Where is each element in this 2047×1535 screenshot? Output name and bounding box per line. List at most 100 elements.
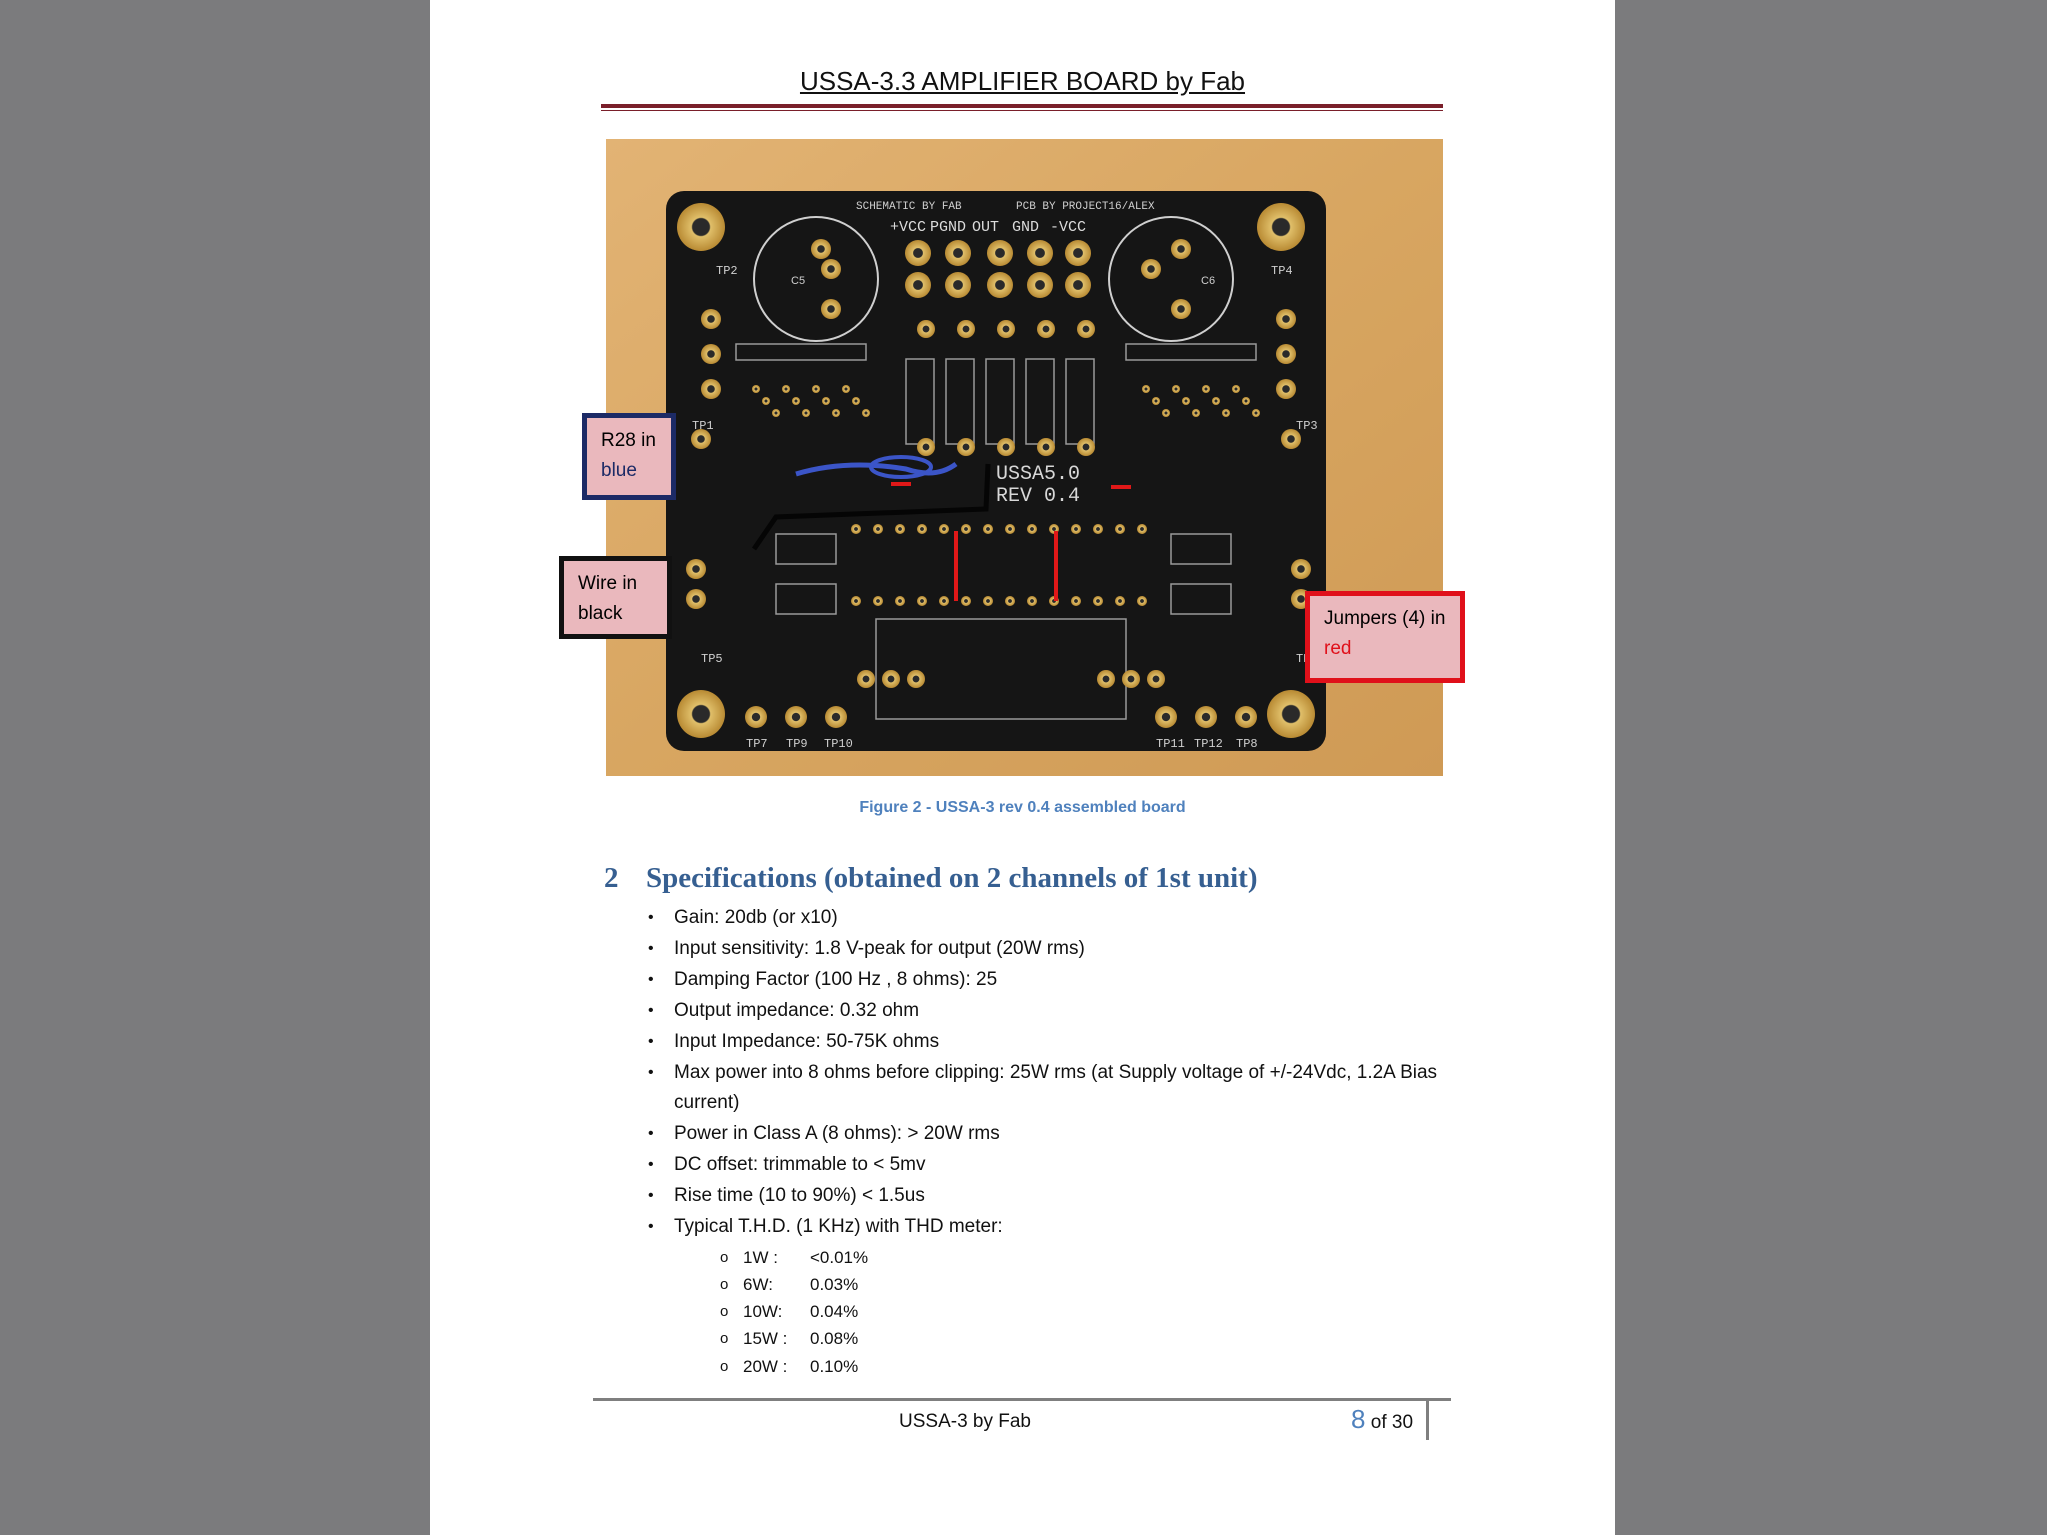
solder-pad (917, 320, 935, 338)
solder-pad (905, 272, 931, 298)
callout-red-line1: Jumpers (4) in (1324, 608, 1446, 629)
solder-pad (945, 272, 971, 298)
solder-pad (1182, 397, 1190, 405)
solder-pad (997, 438, 1015, 456)
solder-pad (882, 670, 900, 688)
board-version-2: REV 0.4 (996, 485, 1080, 508)
solder-pad (772, 409, 780, 417)
page-number: 8 of 30 (1351, 1404, 1413, 1435)
solder-pad (1115, 524, 1125, 534)
callout-red-line2: red (1324, 638, 1352, 659)
solder-pad (1276, 379, 1296, 399)
solder-pad (852, 397, 860, 405)
solder-pad (812, 385, 820, 393)
solder-pad (862, 409, 870, 417)
solder-pad (802, 409, 810, 417)
solder-pad (1037, 320, 1055, 338)
solder-pad (1147, 670, 1165, 688)
test-point-label: TP7 (746, 737, 768, 751)
solder-pad (1171, 299, 1191, 319)
spec-item: •Input Impedance: 50-75K ohms (648, 1031, 940, 1052)
solder-pad (1005, 524, 1015, 534)
solder-pad (1071, 596, 1081, 606)
test-point-label: TP3 (1296, 419, 1318, 433)
callout-black-line1: Wire in (578, 573, 638, 594)
spec-item: •Power in Class A (8 ohms): > 20W rms (648, 1123, 1000, 1144)
solder-pad (1137, 596, 1147, 606)
solder-pad (821, 259, 841, 279)
test-point-label: TP9 (786, 737, 808, 751)
solder-pad (895, 524, 905, 534)
solder-pads (677, 203, 1315, 738)
spec-item: •Damping Factor (100 Hz , 8 ohms): 25 (648, 969, 998, 990)
callout-jumpers-red: Jumpers (4) in red (1305, 591, 1465, 683)
solder-pad (822, 397, 830, 405)
solder-pad (1093, 596, 1103, 606)
r28-blue-ellipse (869, 455, 933, 479)
solder-pad (1077, 438, 1095, 456)
header-rule (601, 104, 1443, 108)
solder-pad (1212, 397, 1220, 405)
solder-pad (1065, 272, 1091, 298)
solder-pad (691, 429, 711, 449)
terminal-label: -VCC (1050, 219, 1086, 236)
test-point-label: TP8 (1236, 737, 1258, 751)
solder-pad (1093, 524, 1103, 534)
solder-pad (1142, 385, 1150, 393)
section-number: 2 (604, 862, 619, 894)
solder-pad (1257, 203, 1305, 251)
test-point-label: TP10 (824, 737, 853, 751)
solder-pad (745, 706, 767, 728)
terminal-label: +VCC (890, 219, 926, 236)
spec-item: •Rise time (10 to 90%) < 1.5us (648, 1185, 925, 1206)
solder-pad (1192, 409, 1200, 417)
solder-pad (939, 596, 949, 606)
solder-pad (1037, 438, 1055, 456)
solder-pad (1027, 596, 1037, 606)
solder-pad (1005, 596, 1015, 606)
page-header-title: USSA-3.3 AMPLIFIER BOARD by Fab (799, 66, 1246, 96)
solder-pad (905, 240, 931, 266)
solder-pad (782, 385, 790, 393)
solder-pad (1276, 344, 1296, 364)
solder-pad (1122, 670, 1140, 688)
spec-item: •Gain: 20db (or x10) (648, 907, 838, 928)
solder-pad (1276, 309, 1296, 329)
solder-pad (686, 559, 706, 579)
solder-pad (1242, 397, 1250, 405)
solder-pad (907, 670, 925, 688)
solder-pad (701, 379, 721, 399)
solder-pad (677, 690, 725, 738)
solder-pad (1137, 524, 1147, 534)
test-point-label: TP5 (701, 652, 723, 666)
pcb (666, 191, 1326, 751)
footer-rule (593, 1398, 1451, 1401)
solder-pad (945, 240, 971, 266)
spec-item: •Typical T.H.D. (1 KHz) with THD meter: (648, 1216, 1003, 1237)
callout-blue-line1: R28 in (601, 430, 656, 451)
solder-pad (961, 596, 971, 606)
document-page: USSA-3.3 AMPLIFIER BOARD by Fab (430, 0, 1615, 1535)
solder-pad (785, 706, 807, 728)
solder-pad (851, 524, 861, 534)
r28-blue-marking (795, 461, 958, 477)
solder-pad (1171, 239, 1191, 259)
solder-pad (752, 385, 760, 393)
solder-pad (701, 344, 721, 364)
terminal-label: OUT (972, 219, 999, 236)
solder-pad (917, 438, 935, 456)
solder-pad (762, 397, 770, 405)
solder-pad (701, 309, 721, 329)
solder-pad (1097, 670, 1115, 688)
silk-top-left: SCHEMATIC BY FAB (856, 201, 962, 213)
solder-pad (1162, 409, 1170, 417)
header-rule-thin (601, 110, 1443, 111)
cap-right-label: C6 (1201, 275, 1215, 287)
solder-pad (895, 596, 905, 606)
solder-pad (686, 589, 706, 609)
solder-pad (821, 299, 841, 319)
